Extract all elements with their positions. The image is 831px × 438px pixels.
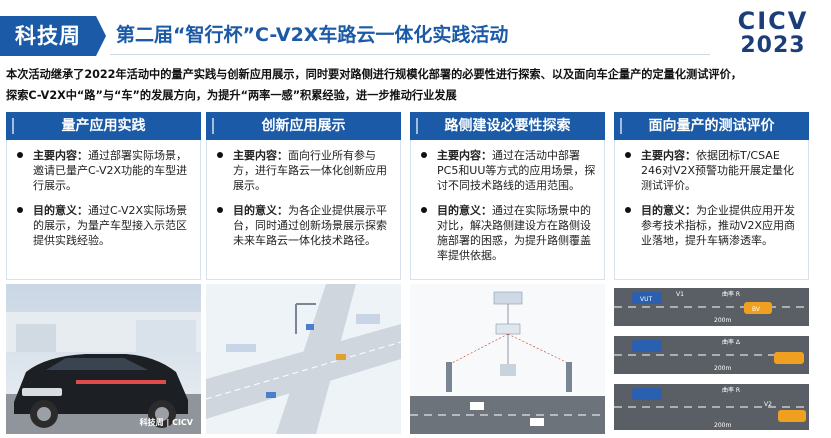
section-tag: 科技周	[0, 16, 106, 56]
svg-text:200m: 200m	[714, 422, 731, 429]
column-mass-production: 量产应用实践 主要内容：通过部署实际场景，邀请已量产C-V2X功能的车型进行展示…	[6, 112, 201, 280]
svg-text:曲率 Δ: 曲率 Δ	[722, 338, 741, 346]
svg-text:V2: V2	[764, 401, 772, 408]
column-roadside: 路侧建设必要性探索 主要内容：通过在活动中部署PC5和UU等方式的应用场景，探讨…	[410, 112, 605, 280]
list-item: 目的意义：通过在实际场景中的对比，解决路侧建设方在路侧设施部署的困惑，为提升路侧…	[421, 203, 596, 263]
list-item: 目的意义：为企业提供应用开发参考技术指标，推动V2X应用商业落地，提升车辆渗透率…	[625, 203, 800, 248]
intro-line1: 本次活动继承了2022年活动中的量产实践与创新应用展示，同时要对路侧进行规模化部…	[6, 68, 742, 81]
list-item: 主要内容：通过在活动中部署PC5和UU等方式的应用场景，探讨不同技术路线的适用范…	[421, 148, 596, 193]
list-item: 主要内容：通过部署实际场景，邀请已量产C-V2X功能的车型进行展示。	[17, 148, 192, 193]
column-body: 主要内容：通过部署实际场景，邀请已量产C-V2X功能的车型进行展示。 目的意义：…	[6, 140, 201, 280]
column-title: 路侧建设必要性探索	[410, 112, 605, 140]
svg-text:200m: 200m	[714, 317, 731, 324]
logo-line1: CICV	[737, 7, 809, 35]
list-item: 主要内容：依据团标T/CSAE 246对V2X预警功能开展定量化测试评价。	[625, 148, 800, 193]
column-body: 主要内容：面向行业所有参与方，进行车路云一体化创新应用展示。 目的意义：为各企业…	[206, 140, 401, 280]
network-diagram	[410, 284, 605, 434]
cicv-logo: CICV 2023	[727, 8, 819, 58]
column-title: 量产应用实践	[6, 112, 201, 140]
svg-text:BV: BV	[752, 306, 761, 313]
intro-text: 本次活动继承了2022年活动中的量产实践与创新应用展示，同时要对路侧进行规模化部…	[6, 64, 746, 106]
column-innovation: 创新应用展示 主要内容：面向行业所有参与方，进行车路云一体化创新应用展示。 目的…	[206, 112, 401, 280]
svg-text:曲率 R: 曲率 R	[722, 290, 740, 298]
column-body: 主要内容：依据团标T/CSAE 246对V2X预警功能开展定量化测试评价。 目的…	[614, 140, 809, 280]
header: 科技周 第二届“智行杯”C-V2X车路云一体化实践活动 CICV 2023	[0, 0, 831, 60]
svg-text:曲率 R: 曲率 R	[722, 386, 740, 394]
column-title: 面向量产的测试评价	[614, 112, 809, 140]
svg-text:V1: V1	[676, 291, 684, 298]
title-divider	[110, 54, 710, 55]
column-body: 主要内容：通过在活动中部署PC5和UU等方式的应用场景，探讨不同技术路线的适用范…	[410, 140, 605, 280]
column-title: 创新应用展示	[206, 112, 401, 140]
list-item: 目的意义：为各企业提供展示平台，同时通过创新场景展示探索未来车路云一体化技术路径…	[217, 203, 392, 248]
photo-caption: 科技周 | CICV	[139, 418, 193, 427]
test-scenario-diagram: VUT V1 曲率 R BV 200m 曲率 Δ 200m 曲率 R V2 20…	[614, 284, 809, 434]
list-item: 目的意义：通过C-V2X实际场景的展示，为量产车型接入示范区提供实践经验。	[17, 203, 192, 248]
intersection-illustration	[206, 284, 401, 434]
page-title: 第二届“智行杯”C-V2X车路云一体化实践活动	[116, 24, 509, 46]
svg-text:VUT: VUT	[640, 296, 652, 303]
intro-line2: 探索C-V2X中“路”与“车”的发展方向，为提升“两率一感”积累经验，进一步推动…	[6, 89, 457, 102]
list-item: 主要内容：面向行业所有参与方，进行车路云一体化创新应用展示。	[217, 148, 392, 193]
svg-text:200m: 200m	[714, 365, 731, 372]
logo-line2: 2023	[740, 33, 806, 58]
column-testing: 面向量产的测试评价 主要内容：依据团标T/CSAE 246对V2X预警功能开展定…	[614, 112, 809, 280]
car-photo: 科技周 | CICV	[6, 284, 201, 434]
